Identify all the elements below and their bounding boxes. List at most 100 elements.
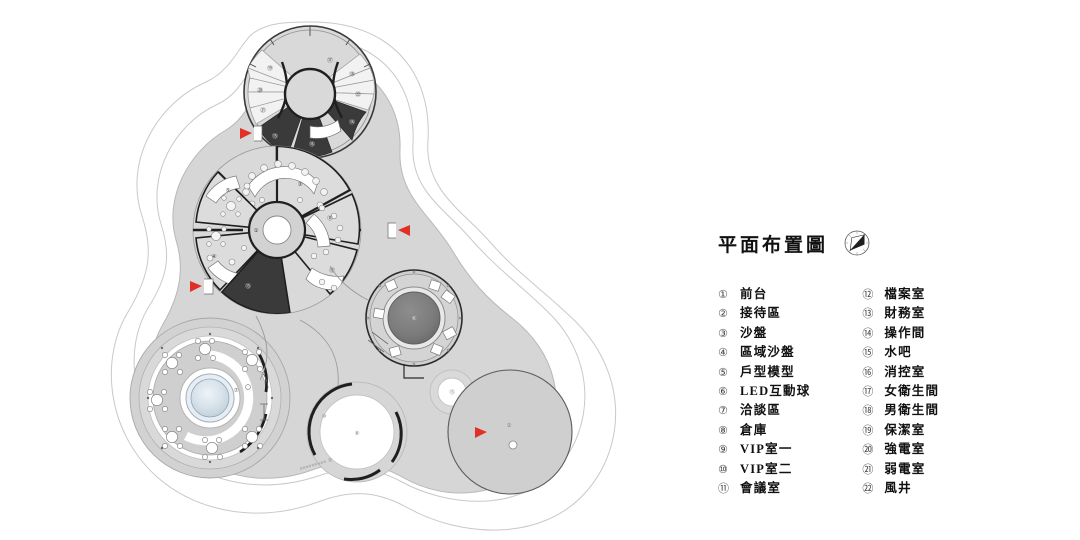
svg-text:③: ③: [298, 182, 303, 188]
legend-item[interactable]: ⑩ VIP室二: [718, 463, 810, 482]
legend-label: 接待區: [740, 306, 782, 321]
svg-text:⑮: ⑮: [272, 132, 278, 140]
legend-columns: ① 前台 ② 接待區 ③ 沙盤 ④ 區域沙盤 ⑤ 戶型模型: [718, 288, 1048, 501]
legend-label: 會議室: [740, 480, 782, 495]
legend-item[interactable]: ㉑ 弱電室: [862, 463, 939, 482]
svg-text:⑩: ⑩: [322, 413, 327, 420]
legend-number: ⑫: [862, 288, 874, 301]
legend-label: 財務室: [884, 306, 926, 321]
legend-label: 消控室: [884, 364, 926, 379]
svg-text:⑮: ⑮: [449, 388, 455, 396]
south-east-entry-marker: [475, 427, 487, 438]
legend-item[interactable]: ⑲ 保潔室: [862, 424, 939, 443]
svg-text:①: ①: [254, 228, 259, 234]
legend-number: ⑲: [862, 423, 874, 437]
legend-number: ⑬: [862, 307, 874, 321]
svg-text:④: ④: [212, 254, 217, 260]
svg-text:⑨: ⑨: [328, 457, 333, 464]
legend-item[interactable]: ⑬ 財務室: [862, 307, 939, 326]
svg-text:⑪: ⑪: [327, 214, 333, 222]
legend-title: 平面布置圖: [718, 234, 829, 256]
legend-panel: 平面布置圖 ①: [718, 228, 1048, 501]
legend-number: ㉑: [862, 462, 874, 476]
top-lobe-room-numbers: ⑲ ⑳ ㉑ ⑰ ⑱ ㉒: [257, 56, 361, 114]
legend-item[interactable]: ⑪ 會議室: [718, 482, 810, 501]
svg-text:⑬: ⑬: [245, 282, 251, 290]
svg-text:⑦: ⑦: [234, 387, 239, 394]
legend-number: ①: [718, 288, 728, 301]
legend-label: LED互動球: [740, 383, 811, 398]
legend-number: ④: [718, 346, 728, 360]
floor-plan-drawing: ⑲ ⑳ ㉑ ⑰ ⑱ ㉒ ⑮ ⑯ ⑭: [110, 21, 617, 531]
legend-item[interactable]: ⑦ 洽談區: [718, 404, 810, 423]
legend-number: ③: [718, 326, 728, 340]
north-west-entry-marker: [240, 125, 263, 142]
legend-label: 操作間: [884, 325, 926, 340]
legend-item[interactable]: ⑥ LED互動球: [718, 385, 810, 404]
legend-item[interactable]: ⑭ 操作間: [862, 327, 939, 346]
legend-number: ㉒: [862, 481, 874, 495]
legend-item[interactable]: ① 前台: [718, 288, 810, 307]
legend-label: 強電室: [884, 442, 926, 457]
legend-label: 弱電室: [884, 461, 926, 476]
legend-label: 女衛生間: [884, 383, 940, 398]
floor-plan-svg: ⑲ ⑳ ㉑ ⑰ ⑱ ㉒ ⑮ ⑯ ⑭: [110, 21, 617, 531]
legend-item[interactable]: ㉒ 風井: [862, 482, 939, 501]
legend-number: ⑪: [718, 481, 729, 495]
legend-number: ⑦: [718, 404, 728, 418]
legend-label: 保潔室: [884, 422, 926, 437]
legend-item[interactable]: ⑤ 戶型模型: [718, 366, 810, 385]
legend-item[interactable]: ⑱ 男衛生間: [862, 404, 939, 423]
legend-label: 前台: [740, 287, 768, 301]
legend-item[interactable]: ⑰ 女衛生間: [862, 385, 939, 404]
legend-number: ⑥: [718, 384, 728, 398]
legend-label: 倉庫: [740, 422, 768, 437]
legend-number: ⑯: [862, 365, 874, 379]
svg-text:⑧: ⑧: [355, 431, 360, 437]
legend-label: 洽談區: [740, 403, 782, 418]
middle-lobe-zone: ③ ⑤ ④ ⑪ ⑫ ① ⑬: [192, 145, 362, 315]
legend-item[interactable]: ⑮ 水吧: [862, 346, 939, 365]
svg-text:②: ②: [507, 422, 512, 429]
top-lobe-zone: ⑲ ⑳ ㉑ ⑰ ⑱ ㉒ ⑮ ⑯ ⑭: [243, 25, 377, 159]
svg-text:⑤: ⑤: [226, 188, 231, 194]
legend-label: 風井: [884, 480, 912, 495]
legend-number: ⑰: [862, 384, 874, 398]
legend-number: ⑤: [718, 365, 728, 379]
legend-label: 檔案室: [884, 287, 926, 301]
svg-text:㉒: ㉒: [355, 90, 361, 98]
legend-label: 沙盤: [740, 325, 768, 340]
east-entry-marker: [387, 222, 410, 239]
legend-item[interactable]: ② 接待區: [718, 307, 810, 326]
svg-text:㉑: ㉑: [260, 106, 266, 114]
legend-item[interactable]: ⑯ 消控室: [862, 366, 939, 385]
legend-item[interactable]: ⑧ 倉庫: [718, 424, 810, 443]
legend-number: ⑭: [862, 326, 874, 340]
legend-column-right: ⑫ 檔案室 ⑬ 財務室 ⑭ 操作間 ⑮ 水吧 ⑯ 消控室: [862, 288, 939, 501]
legend-item[interactable]: ④ 區域沙盤: [718, 346, 810, 365]
legend-number: ⑧: [718, 423, 728, 437]
legend-number: ⑨: [718, 443, 728, 457]
legend-number: ⑮: [862, 346, 874, 360]
legend-label: VIP室二: [740, 461, 793, 476]
negotiation-area-zone: ⑦: [129, 317, 291, 479]
legend-column-left: ① 前台 ② 接待區 ③ 沙盤 ④ 區域沙盤 ⑤ 戶型模型: [718, 288, 810, 501]
legend-header: 平面布置圖: [718, 228, 1048, 258]
west-entry-marker: [190, 278, 214, 295]
legend-item[interactable]: ⑳ 強電室: [862, 443, 939, 462]
legend-label: 戶型模型: [740, 364, 795, 379]
legend-item[interactable]: ③ 沙盤: [718, 327, 810, 346]
legend-label: 男衛生間: [884, 403, 940, 418]
east-plain-circle-zone: ②: [447, 369, 573, 495]
north-arrow-compass-icon: [844, 230, 870, 256]
legend-item[interactable]: ⑨ VIP室一: [718, 443, 810, 462]
svg-text:⑭: ⑭: [349, 118, 355, 126]
corridor-lines: [255, 265, 369, 387]
legend-label: VIP室一: [740, 442, 793, 457]
legend-item[interactable]: ⑫ 檔案室: [862, 288, 939, 307]
svg-text:⑱: ⑱: [349, 70, 355, 78]
svg-text:⑥: ⑥: [412, 316, 417, 322]
legend-number: ⑩: [718, 462, 728, 476]
south-circle-zone: ⑧ ⑩ ⑨: [306, 381, 408, 483]
